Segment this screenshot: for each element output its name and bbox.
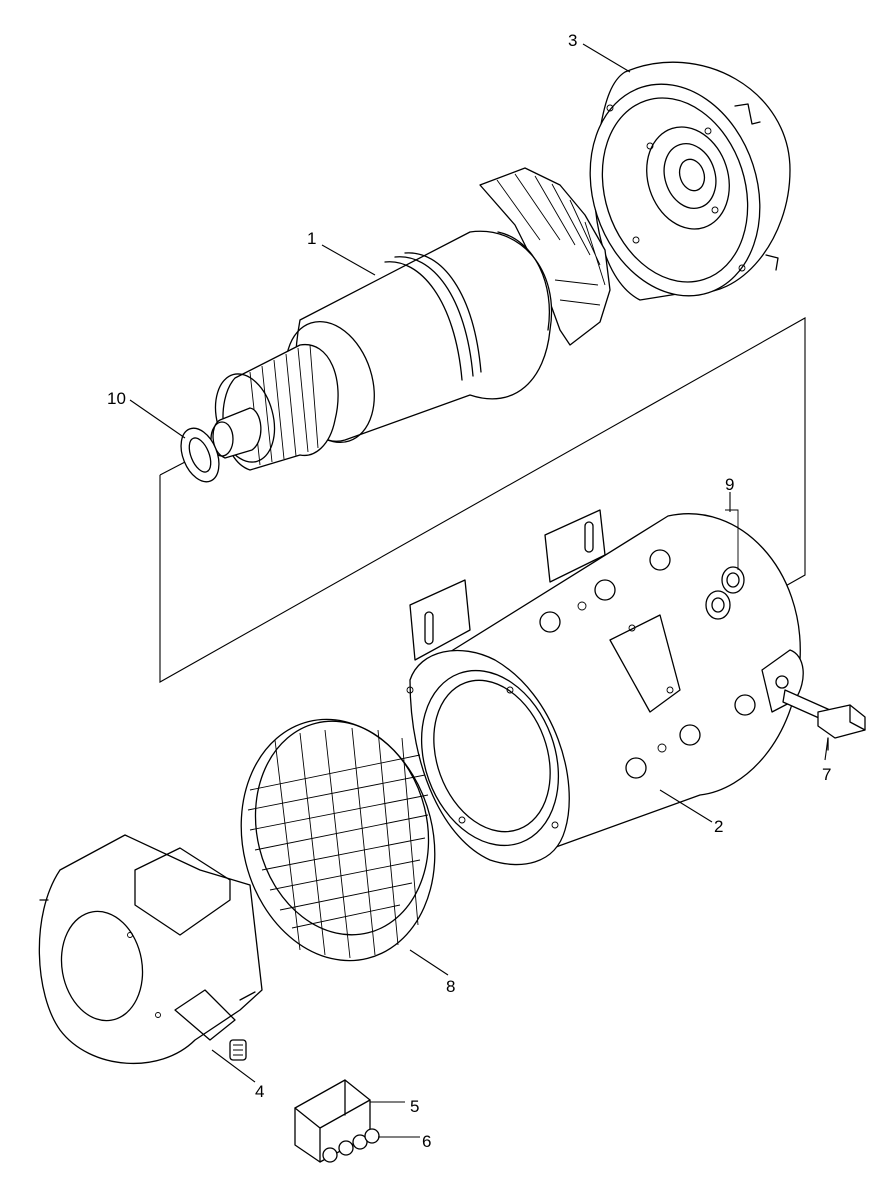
brush-terminal: [782, 689, 866, 751]
callout-leaders: [129, 43, 829, 1138]
terminal-posts: [705, 509, 745, 620]
callout-9: 9: [725, 475, 734, 494]
callout-5: 5: [410, 1097, 419, 1116]
callout-6: 6: [422, 1132, 431, 1151]
callout-10: 10: [107, 389, 126, 408]
callout-8: 8: [446, 977, 455, 996]
brush-holder: [38, 834, 263, 1065]
housing: [406, 509, 804, 866]
callout-7: 7: [822, 765, 831, 784]
terminal-block: [294, 1079, 380, 1163]
callout-labels: 1 2 3 4 5 6 7 8 9 10: [107, 31, 831, 1151]
callout-1: 1: [307, 229, 316, 248]
assembly-line: [159, 317, 806, 683]
washer: [180, 427, 220, 483]
end-cover: [589, 61, 791, 301]
field-coil-ring: [240, 718, 436, 962]
callout-4: 4: [255, 1082, 264, 1101]
callout-3: 3: [568, 31, 577, 50]
armature: [210, 167, 611, 471]
callout-2: 2: [714, 817, 723, 836]
